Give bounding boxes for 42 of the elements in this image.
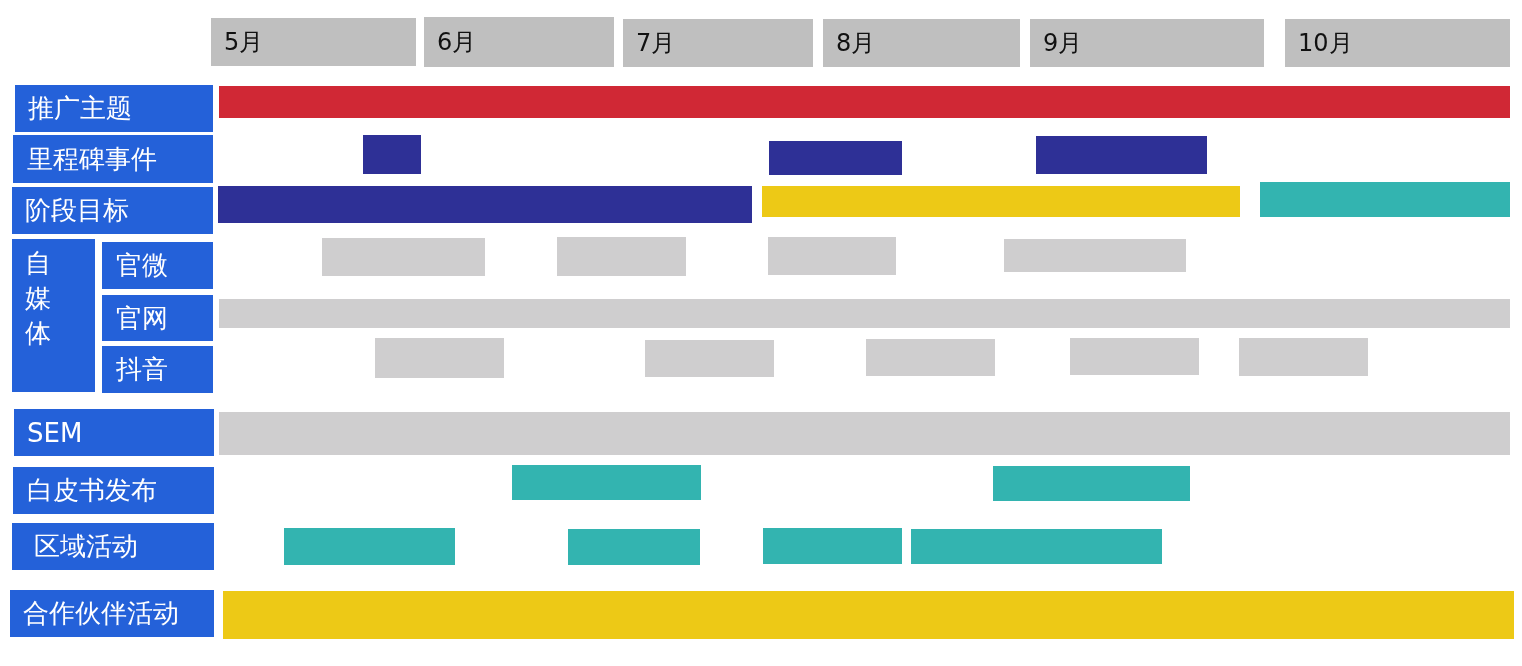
row-label: 自媒体 (12, 239, 95, 392)
timeline-bar (762, 186, 1240, 217)
timeline-bar (911, 529, 1162, 564)
row-label: 阶段目标 (12, 187, 213, 234)
timeline-bar (768, 237, 896, 275)
row-label: 里程碑事件 (13, 135, 213, 183)
month-header: 5月 (211, 18, 416, 66)
row-label: 官微 (102, 242, 213, 289)
timeline-bar (363, 135, 421, 174)
timeline-bar (219, 412, 1510, 455)
timeline-bar (512, 465, 701, 500)
timeline-bar (1004, 239, 1186, 272)
month-header: 10月 (1285, 19, 1510, 67)
timeline-bar (866, 339, 995, 376)
timeline-bar (1070, 338, 1199, 375)
month-header: 8月 (823, 19, 1020, 67)
month-header: 7月 (623, 19, 813, 67)
month-header: 9月 (1030, 19, 1264, 67)
row-label: 推广主题 (15, 85, 213, 132)
timeline-bar (218, 186, 752, 223)
row-label: 白皮书发布 (13, 467, 214, 514)
row-label: SEM (14, 409, 214, 456)
timeline-bar (322, 238, 485, 276)
timeline-bar (993, 466, 1190, 501)
timeline-bar (223, 591, 1514, 639)
timeline-bar (645, 340, 774, 377)
timeline-bar (219, 86, 1510, 118)
timeline-bar (375, 338, 504, 378)
timeline-bar (769, 141, 902, 175)
row-label: 区域活动 (12, 523, 214, 570)
timeline-bar (763, 528, 902, 564)
row-label: 官网 (102, 295, 213, 341)
row-label: 合作伙伴活动 (10, 590, 214, 637)
timeline-bar (1239, 338, 1368, 376)
timeline-bar (557, 237, 686, 276)
timeline-bar (1036, 136, 1207, 174)
timeline-bar (219, 299, 1510, 328)
timeline-bar (1260, 182, 1510, 217)
timeline-bar (568, 529, 700, 565)
month-header: 6月 (424, 17, 614, 67)
row-label: 抖音 (102, 346, 213, 393)
timeline-bar (284, 528, 455, 565)
